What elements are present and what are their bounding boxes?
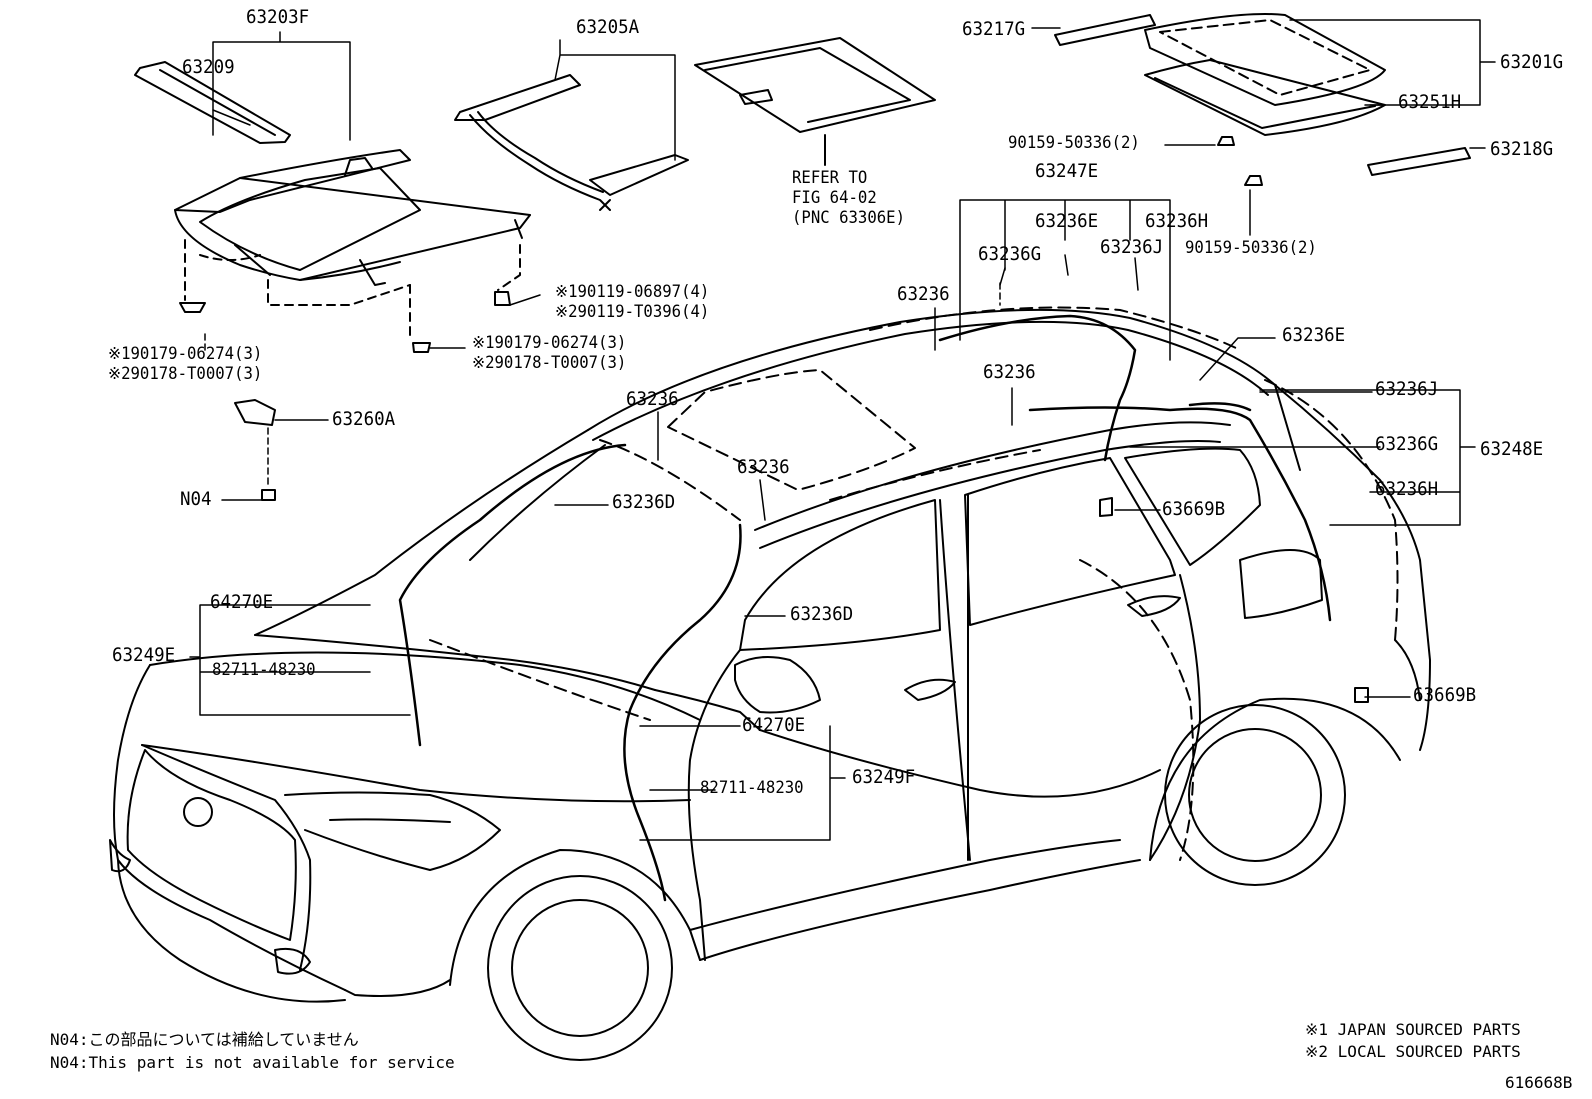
part-label-63236E-top: 63236E: [1035, 210, 1099, 232]
source-label-1a: ※190119-06897(4): [555, 282, 710, 302]
footnote-japanese: N04:この部品については補給していません: [50, 1030, 359, 1049]
part-label-63247E: 63247E: [1035, 160, 1099, 182]
part-label-63251H: 63251H: [1398, 91, 1462, 113]
part-label-63236J-top: 63236J: [1100, 236, 1164, 258]
part-label-63236J-right: 63236J: [1375, 378, 1439, 400]
part-label-63236D-b: 63236D: [790, 603, 854, 625]
part-label-clip-1: 90159-50336(2): [1008, 133, 1140, 153]
reference-line-1: REFER TO: [792, 168, 868, 188]
source-label-3b: ※290178-T0007(3): [472, 353, 627, 373]
source-label-1b: ※290119-T0396(4): [555, 302, 710, 322]
part-label-63236-a: 63236: [897, 283, 950, 305]
part-label-63236D-a: 63236D: [612, 491, 676, 513]
part-label-63248E: 63248E: [1480, 438, 1544, 460]
part-label-63669B-b: 63669B: [1413, 684, 1477, 706]
vehicle-outline: [109, 306, 1431, 1061]
wind-deflector: [134, 61, 291, 144]
part-label-clip-2: 90159-50336(2): [1185, 238, 1317, 258]
part-label-63201G: 63201G: [1500, 51, 1564, 73]
reference-line-2: FIG 64-02: [792, 188, 877, 208]
part-label-63217G: 63217G: [962, 18, 1026, 40]
part-label-64270E-b: 64270E: [742, 714, 806, 736]
part-label-N04: N04: [180, 488, 212, 510]
sunroof-frame: [174, 149, 531, 341]
part-label-63236G-right: 63236G: [1375, 433, 1439, 455]
part-label-63236-d: 63236: [737, 456, 790, 478]
source-label-2a: ※190179-06274(3): [108, 344, 263, 364]
part-label-63205A: 63205A: [576, 16, 640, 38]
part-label-82711-b: 82711-48230: [700, 778, 804, 798]
footnote-english: N04:This part is not available for servi…: [50, 1053, 455, 1072]
leader-lines: [189, 19, 1496, 841]
part-label-63236G-top: 63236G: [978, 243, 1042, 265]
reference-line-3: (PNC 63306E): [792, 208, 906, 228]
sunshade: [694, 37, 936, 166]
part-label-63249E: 63249E: [112, 644, 176, 666]
legend-local-sourced: ※2 LOCAL SOURCED PARTS: [1305, 1042, 1521, 1061]
sunroof-rails: [454, 74, 689, 211]
part-label-63218G: 63218G: [1490, 138, 1554, 160]
part-label-63203F: 63203F: [246, 6, 310, 28]
part-label-63669B-a: 63669B: [1162, 498, 1226, 520]
source-label-3a: ※190179-06274(3): [472, 333, 627, 353]
part-label-63236-c: 63236: [626, 388, 679, 410]
part-label-63236-b: 63236: [983, 361, 1036, 383]
part-label-63236E-right: 63236E: [1282, 324, 1346, 346]
fasteners: [179, 291, 1369, 703]
drain-hoses: [398, 314, 1332, 902]
part-label-63209: 63209: [182, 56, 235, 78]
sunroof-glass: [1054, 13, 1471, 186]
part-label-63236H-top: 63236H: [1145, 210, 1209, 232]
part-label-63249F: 63249F: [852, 766, 916, 788]
figure-id: 616668B: [1505, 1073, 1573, 1092]
part-label-63260A: 63260A: [332, 408, 396, 430]
part-label-64270E-a: 64270E: [210, 591, 274, 613]
source-label-2b: ※290178-T0007(3): [108, 364, 263, 384]
legend-japan-sourced: ※1 JAPAN SOURCED PARTS: [1305, 1020, 1521, 1039]
part-label-82711-a: 82711-48230: [212, 660, 316, 680]
part-label-63236H-right: 63236H: [1375, 478, 1439, 500]
